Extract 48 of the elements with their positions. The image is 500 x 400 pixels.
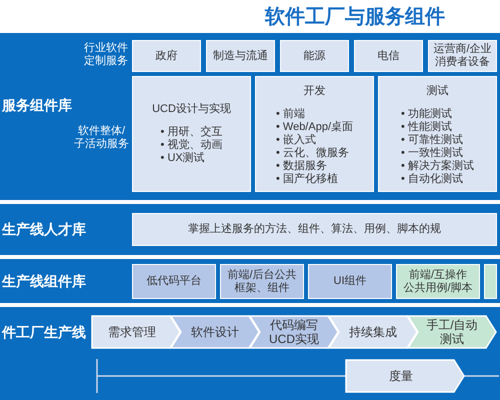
skill-card: 掌握上述服务的方法、组件、算法、用例、脚本的规 <box>132 213 497 246</box>
band-panel <box>0 33 500 200</box>
component-card: UI组件 <box>308 264 392 299</box>
diagram-title: 软件工厂与服务组件 <box>265 5 445 29</box>
bullet-item: • 数据服务 <box>276 160 328 172</box>
sector-card: 电信 <box>354 40 423 72</box>
bullet-item: • 嵌入式 <box>276 134 317 147</box>
row-header: 软件整体/子活动服务 <box>73 125 130 151</box>
timeline-line <box>96 358 347 394</box>
service-card <box>378 76 497 192</box>
bullet-item: • 视觉、动画 <box>160 139 222 152</box>
sector-card: 运营商/企业消费者设备 <box>428 40 497 72</box>
process-step: 手工/自动测试 <box>408 316 496 348</box>
band-panel <box>0 307 500 400</box>
band-title: 生产线组件库 <box>2 272 86 290</box>
bullet-item: • 性能测试 <box>401 121 453 134</box>
sector-card: 制造与流通 <box>206 40 275 72</box>
component-card: 前端/后台公共框架、组件 <box>220 264 304 299</box>
card-heading: 开发 <box>304 85 326 98</box>
sector-card: 政府 <box>132 40 201 72</box>
row-header: 行业软件定制服务 <box>83 42 128 68</box>
band-panel <box>0 204 500 255</box>
bullet-item: • 可靠性测试 <box>401 134 464 147</box>
service-card <box>132 76 251 192</box>
band-panel <box>0 259 500 303</box>
service-card <box>255 76 374 192</box>
process-step: 需求管理 <box>92 316 180 348</box>
bullet-item: • 用研、交互 <box>160 126 222 139</box>
bullet-item: • Web/App/桌面 <box>276 121 353 134</box>
card-heading: UCD设计与实现 <box>152 103 231 116</box>
sector-card: 能源 <box>280 40 349 72</box>
component-card: 低代码平台 <box>132 264 216 299</box>
bullet-item: • UX测试 <box>160 152 206 165</box>
bullet-item: • 国产化移植 <box>276 173 339 186</box>
band-title: 服务组件库 <box>2 96 72 114</box>
metric-step: 度量 <box>346 360 464 392</box>
bullet-item: • 一致性测试 <box>401 147 464 160</box>
card-heading: 测试 <box>426 85 448 98</box>
timeline-line <box>464 375 499 377</box>
bullet-item: • 云化、微服务 <box>276 147 350 160</box>
component-card <box>484 264 497 299</box>
bullet-item: • 功能测试 <box>401 108 453 121</box>
band-title: 生产线人才库 <box>2 220 86 238</box>
band-title: 件工厂生产线 <box>2 323 86 341</box>
bullet-item: • 前端 <box>276 108 306 121</box>
component-card: 前端/互操作公共用例/脚本 <box>396 264 480 299</box>
bullet-item: • 自动化测试 <box>401 173 464 186</box>
bullet-item: • 解决方案测试 <box>401 160 474 173</box>
